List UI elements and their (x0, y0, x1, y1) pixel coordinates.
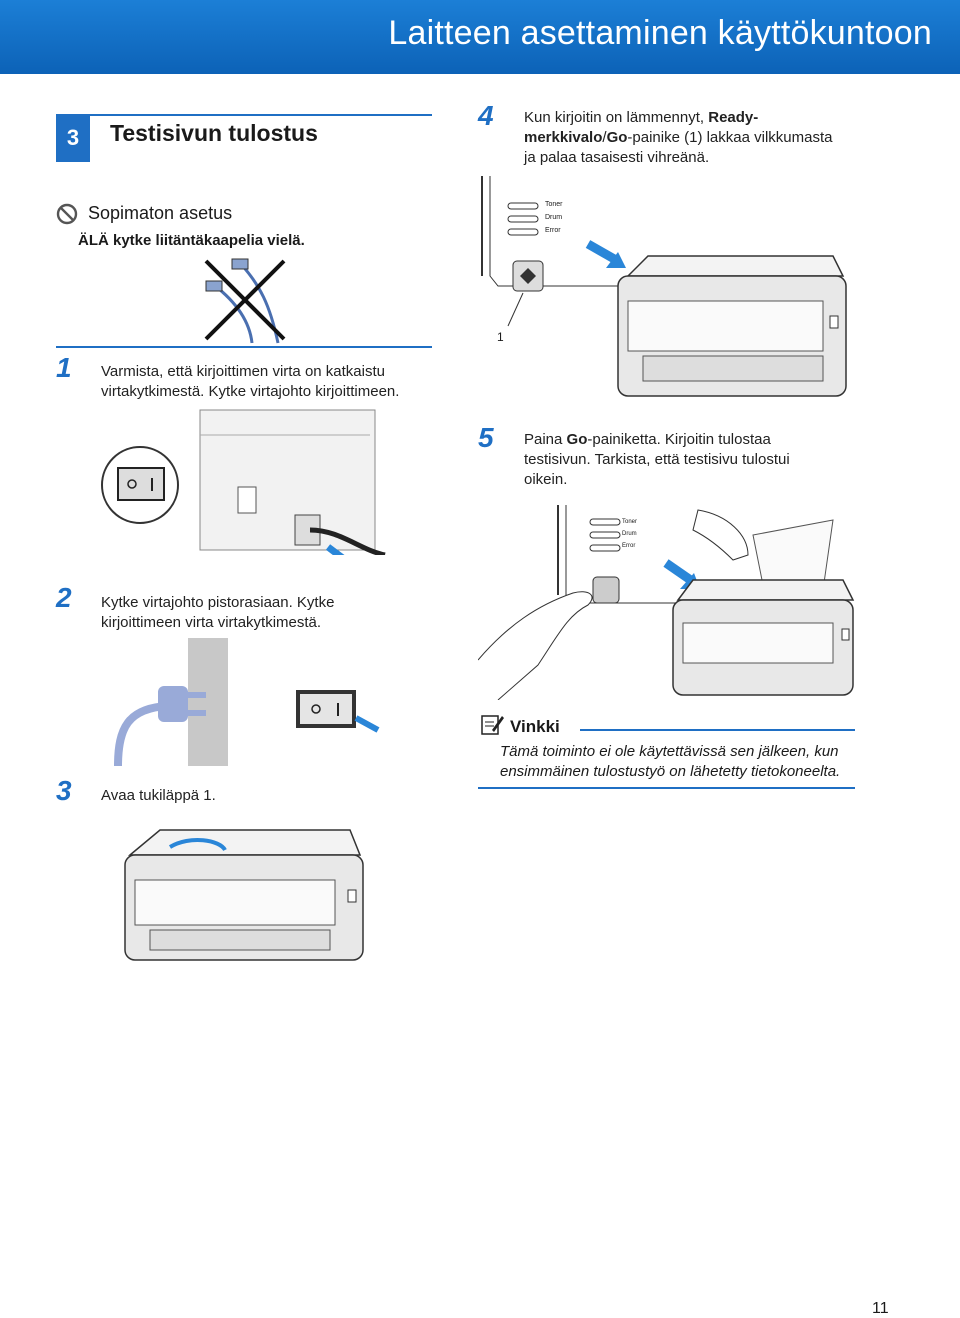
note-top-divider (580, 729, 855, 731)
step-1-number: 1 (56, 352, 72, 383)
step-5-line2: testisivun. Tarkista, että testisivu tul… (524, 451, 790, 468)
step-3-number: 3 (56, 775, 72, 806)
step-4-line1: Kun kirjoitin on lämmennyt, Ready- (524, 108, 758, 128)
page-title: Laitteen asettaminen käyttökuntoon (388, 14, 932, 52)
step-5-line1: Paina Go-painiketta. Kirjoitin tulostaa (524, 430, 771, 450)
step-2-text-line2: kirjoittimeen virta virtakytkimestä. (101, 614, 322, 631)
printer-ready-led-illustration (478, 176, 853, 416)
step-2-number: 2 (56, 582, 72, 613)
step-5-number: 5 (478, 422, 494, 453)
section-divider (90, 114, 432, 116)
drum-led-label: Drum (545, 214, 563, 221)
step-4-line2-rest: -painike (1) lakkaa vilkkumasta (627, 129, 833, 146)
step-4-merkkivalo-label: merkkivalo (524, 129, 603, 146)
step-3-text: Avaa tukiläppä 1. (101, 787, 216, 804)
step-4-line2: merkkivalo/Go-painike (1) lakkaa vilkkum… (524, 128, 832, 148)
printer-support-flap-illustration (120, 825, 365, 975)
error-led-label-2: Error (622, 543, 636, 549)
step-4-ready-label: Ready- (708, 109, 759, 126)
page-number: 11 (872, 1300, 889, 1317)
section-title: Testisivun tulostus (110, 120, 318, 146)
step-4-number: 4 (478, 100, 494, 131)
warning-divider (56, 346, 432, 348)
step-5-line1-rest: -painiketta. Kirjoitin tulostaa (587, 431, 771, 448)
warning-title: Sopimaton asetus (88, 203, 233, 223)
warning-text: ÄLÄ kytke liitäntäkaapelia vielä. (78, 232, 305, 249)
note-title: Vinkki (510, 717, 560, 736)
note-bottom-divider (478, 787, 855, 789)
step-2-text-line1: Kytke virtajohto pistorasiaan. Kytke (101, 594, 335, 611)
crossed-usb-cable-illustration (200, 255, 290, 345)
note-pencil-icon (480, 712, 504, 736)
drum-led-label-2: Drum (622, 531, 637, 537)
step-1-text-line1: Varmista, että kirjoittimen virta on kat… (101, 363, 385, 380)
step-1-text-line2: virtakytkimestä. Kytke virtajohto kirjoi… (101, 383, 400, 400)
step-4-line1-pre: Kun kirjoitin on lämmennyt, (524, 109, 709, 126)
go-button-callout-1: 1 (497, 330, 504, 344)
step-4-line3: ja palaa tasaisesti vihreänä. (524, 149, 710, 166)
step-5-line3: oikein. (524, 471, 568, 488)
section-number-badge: 3 (56, 114, 90, 162)
prohibited-icon (56, 203, 78, 225)
printer-go-button-press-illustration (477, 505, 858, 701)
step-5-line1-pre: Paina (524, 431, 567, 448)
header-bar (0, 0, 960, 74)
toner-led-label: Toner (545, 201, 563, 208)
error-led-label: Error (545, 227, 561, 234)
step-4-slash: / (602, 129, 607, 146)
note-text: Tämä toiminto ei ole käytettävissä sen j… (500, 743, 841, 780)
step-5-go-label: Go (566, 431, 588, 448)
step-4-go-label: Go (606, 129, 628, 146)
power-cord-illustration (100, 405, 390, 568)
toner-led-label-2: Toner (622, 519, 638, 525)
wall-socket-illustration (108, 638, 388, 768)
